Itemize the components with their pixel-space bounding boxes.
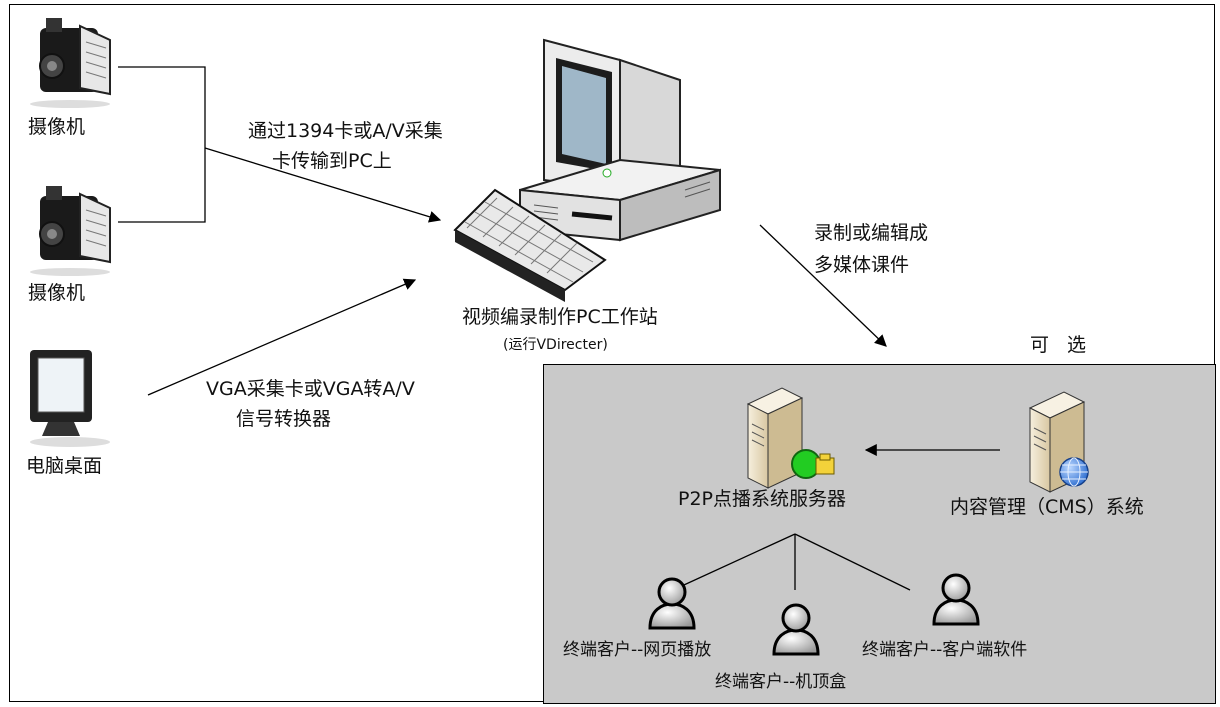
globe-icon [1059,457,1089,487]
label-camera-top: 摄像机 [28,116,86,138]
label-camera-bottom: 摄像机 [28,282,86,304]
camcorder-icon [30,18,111,108]
keyboard-icon [453,188,607,302]
label-workstation: 视频编录制作PC工作站 [462,306,658,328]
label-record-line2: 多媒体课件 [814,254,910,276]
label-workstation-software: (运行VDirecter) [503,337,608,353]
user-icon [772,603,820,656]
label-capture-line1: 通过1394卡或A/V采集 [248,120,443,142]
label-record-line1: 录制或编辑成 [814,222,929,244]
label-cms: 内容管理（CMS）系统 [950,496,1144,518]
label-p2p-server: P2P点播系统服务器 [678,488,847,510]
label-client-stb: 终端客户--机顶盒 [715,672,847,692]
label-optional: 可 选 [1030,334,1093,356]
monitor-icon [30,350,110,447]
label-pc-screen: 电脑桌面 [26,455,103,477]
label-client-software: 终端客户--客户端软件 [862,640,1028,660]
user-icon [648,577,696,630]
server-icon [746,387,835,489]
connector-lines [118,66,1000,591]
label-vga-line1: VGA采集卡或VGA转A/V [206,378,415,400]
label-vga-line2: 信号转换器 [236,408,332,430]
user-icon [932,573,980,626]
optional-distribution-panel [543,364,1216,704]
label-capture-line2: 卡传输到PC上 [272,150,392,172]
label-client-web: 终端客户--网页播放 [563,640,712,660]
camcorder-icon [30,186,111,276]
desktop-pc-icon [519,38,721,242]
